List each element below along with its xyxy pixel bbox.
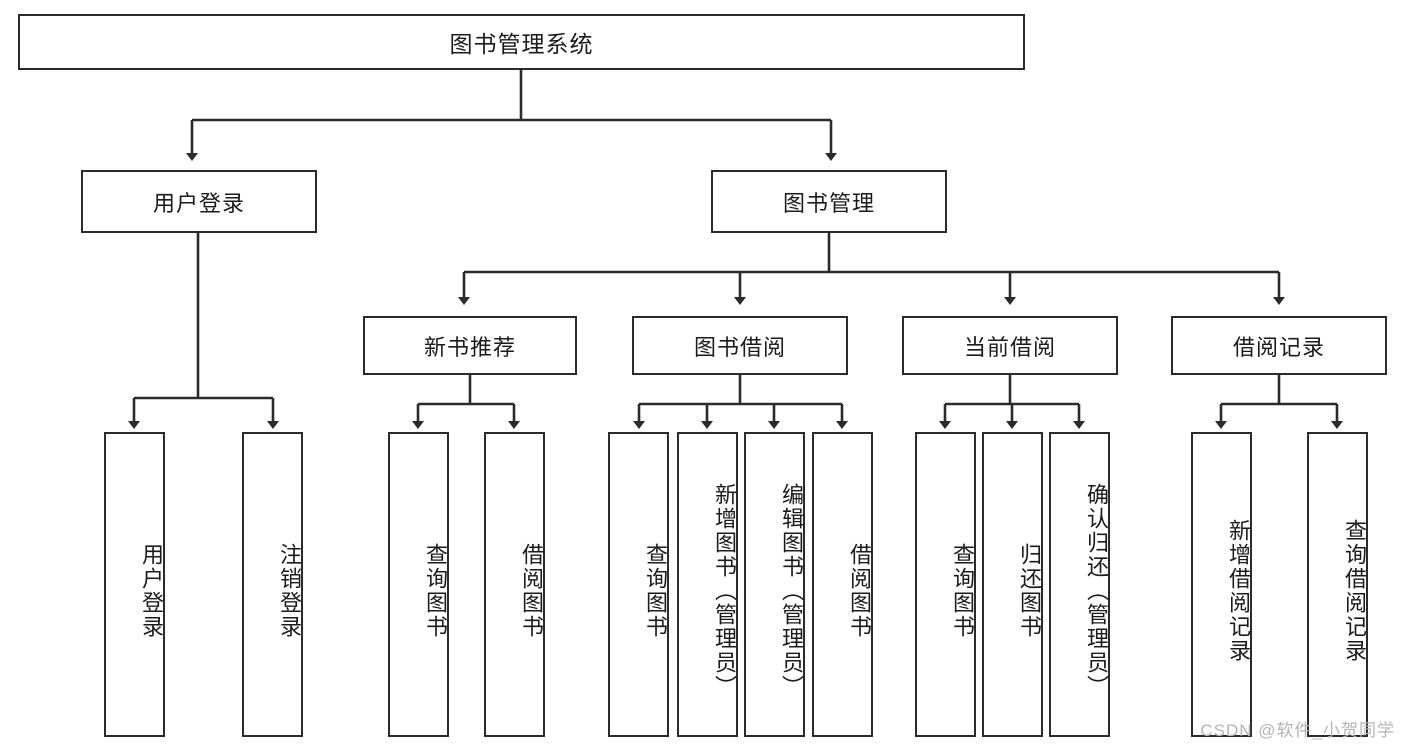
leaf-add-book-admin[interactable]: 新增图书（管理员） <box>677 432 738 737</box>
node-new-book-recommend-label: 新书推荐 <box>423 334 516 360</box>
node-root[interactable]: 图书管理系统 <box>18 14 1025 70</box>
leaf-edit-book-admin[interactable]: 编辑图书（管理员） <box>744 432 805 737</box>
leaf-return-book-label: 归还图书 <box>1017 542 1042 639</box>
node-current-borrow-label: 当前借阅 <box>963 334 1056 360</box>
leaf-borrow-book-label: 借阅图书 <box>847 542 872 639</box>
node-borrow-record-label: 借阅记录 <box>1232 334 1325 360</box>
node-root-label: 图书管理系统 <box>449 31 594 57</box>
leaf-borrow-book-recommend[interactable]: 借阅图书 <box>484 432 545 737</box>
leaf-user-login-label: 用户登录 <box>139 542 164 639</box>
node-book-management-label: 图书管理 <box>782 190 875 216</box>
leaf-query-book-borrow-label: 查询图书 <box>643 542 668 639</box>
leaf-confirm-return-admin[interactable]: 确认归还（管理员） <box>1049 432 1110 737</box>
leaf-query-book-borrow[interactable]: 查询图书 <box>608 432 669 737</box>
node-book-borrow-label: 图书借阅 <box>693 334 786 360</box>
leaf-edit-book-admin-label: 编辑图书（管理员） <box>779 482 804 699</box>
node-user-login-label: 用户登录 <box>152 190 245 216</box>
leaf-add-book-admin-label: 新增图书（管理员） <box>712 482 737 699</box>
node-book-borrow[interactable]: 图书借阅 <box>632 316 848 375</box>
leaf-borrow-book-recommend-label: 借阅图书 <box>519 542 544 639</box>
node-current-borrow[interactable]: 当前借阅 <box>902 316 1118 375</box>
leaf-query-borrow-record-label: 查询借阅记录 <box>1342 518 1367 663</box>
node-new-book-recommend[interactable]: 新书推荐 <box>363 316 577 375</box>
leaf-confirm-return-admin-label: 确认归还（管理员） <box>1084 482 1109 699</box>
leaf-logout[interactable]: 注销登录 <box>242 432 303 737</box>
leaf-add-borrow-record-label: 新增借阅记录 <box>1226 518 1251 663</box>
leaf-query-borrow-record[interactable]: 查询借阅记录 <box>1307 432 1368 737</box>
node-book-management[interactable]: 图书管理 <box>711 170 947 233</box>
watermark: CSDN @软件_小贺同学 <box>1200 721 1395 740</box>
leaf-query-book-current[interactable]: 查询图书 <box>915 432 976 737</box>
node-borrow-record[interactable]: 借阅记录 <box>1171 316 1387 375</box>
node-user-login[interactable]: 用户登录 <box>81 170 317 233</box>
leaf-add-borrow-record[interactable]: 新增借阅记录 <box>1191 432 1252 737</box>
leaf-query-book-recommend[interactable]: 查询图书 <box>388 432 449 737</box>
leaf-logout-label: 注销登录 <box>277 542 302 639</box>
leaf-user-login[interactable]: 用户登录 <box>104 432 165 737</box>
leaf-borrow-book[interactable]: 借阅图书 <box>812 432 873 737</box>
leaf-query-book-current-label: 查询图书 <box>950 542 975 639</box>
leaf-return-book[interactable]: 归还图书 <box>982 432 1043 737</box>
leaf-query-book-recommend-label: 查询图书 <box>423 542 448 639</box>
